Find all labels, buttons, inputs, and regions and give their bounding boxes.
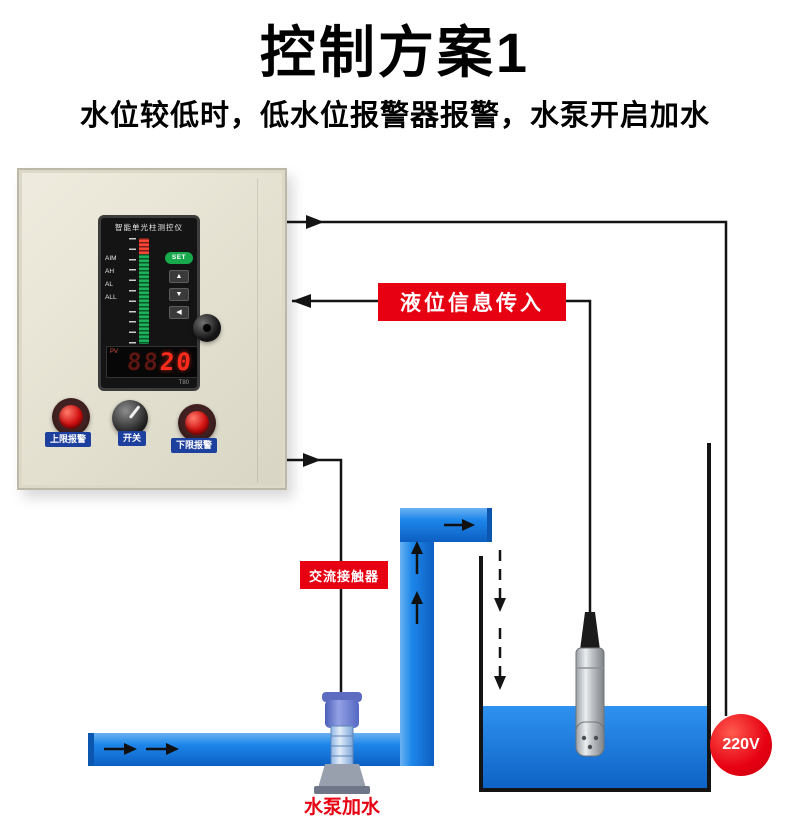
power-switch-knob bbox=[112, 400, 148, 436]
shift-button: ◀ bbox=[169, 306, 189, 319]
set-button: SET bbox=[165, 252, 193, 264]
callout-ac-contactor: 交流接触器 bbox=[300, 561, 388, 589]
water-pump bbox=[314, 692, 370, 794]
level-sensor bbox=[575, 612, 605, 757]
upper-alarm-label: 上限报警 bbox=[45, 432, 92, 447]
scale-label: AH bbox=[105, 268, 115, 275]
alarm-lamp bbox=[59, 405, 83, 429]
page-title: 控制方案1 bbox=[259, 21, 531, 84]
lower-alarm-button bbox=[178, 404, 216, 442]
callout-liquid-info: 液位信息传入 bbox=[378, 283, 566, 321]
led-bargraph bbox=[139, 238, 149, 344]
knob-pointer bbox=[128, 405, 141, 419]
led-display: PV 8820 bbox=[106, 346, 198, 378]
meter-scale bbox=[129, 238, 136, 344]
wire-power-arrow bbox=[306, 215, 324, 229]
meter-title: 智能单光柱测控仪 bbox=[115, 223, 183, 232]
pv-label: PV bbox=[110, 349, 119, 355]
alarm-lamp bbox=[185, 411, 209, 435]
falling-water-arrows bbox=[494, 550, 506, 690]
up-button: ▲ bbox=[169, 270, 189, 283]
panel-lock-knob bbox=[193, 314, 221, 342]
level-controller: 智能单光柱测控仪 AIM AH AL ALL SET ▲ ▼ ◀ PV 8820… bbox=[98, 215, 200, 391]
meter-scale-labels: AIM AH AL ALL bbox=[105, 252, 117, 304]
sensor-cable-connector bbox=[580, 612, 600, 650]
wire-pump-arrow bbox=[303, 453, 321, 467]
scale-label: AIM bbox=[105, 255, 117, 262]
lower-alarm-label: 下限报警 bbox=[171, 438, 218, 453]
flow-arrows bbox=[104, 519, 475, 755]
wire-power bbox=[287, 220, 728, 716]
upper-alarm-button bbox=[52, 398, 90, 436]
water-pipes bbox=[88, 508, 492, 766]
meter-model: T80 bbox=[178, 380, 189, 386]
pump-caption: 水泵加水 bbox=[303, 797, 380, 818]
display-digits: 8820 bbox=[126, 348, 194, 376]
page-subtitle: 水位较低时，低水位报警器报警，水泵开启加水 bbox=[79, 100, 710, 132]
wire-sensor-arrow bbox=[292, 294, 311, 308]
scale-label: AL bbox=[105, 281, 113, 288]
voltage-badge: 220V bbox=[710, 714, 772, 776]
control-cabinet: 智能单光柱测控仪 AIM AH AL ALL SET ▲ ▼ ◀ PV 8820… bbox=[17, 168, 287, 490]
scale-label: ALL bbox=[105, 294, 117, 301]
down-button: ▼ bbox=[169, 288, 189, 301]
switch-label: 开关 bbox=[118, 431, 147, 446]
cabinet-door-seam bbox=[257, 178, 258, 482]
